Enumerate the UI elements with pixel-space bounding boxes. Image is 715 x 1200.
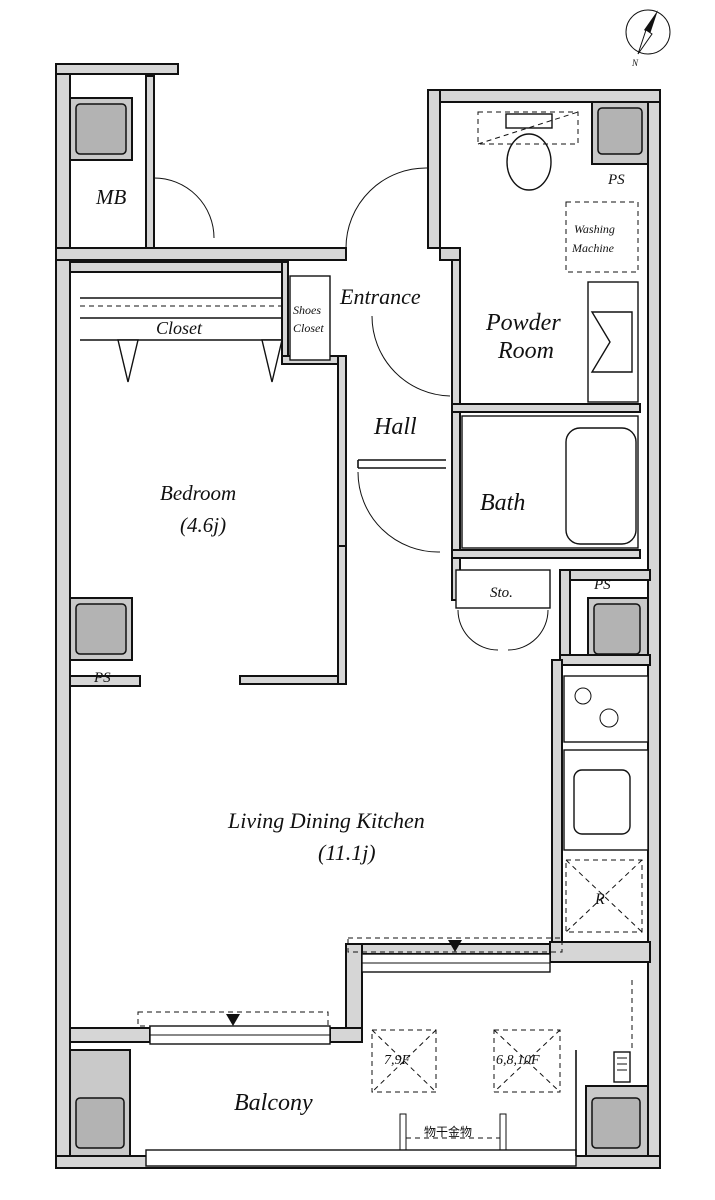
compass: N	[625, 9, 671, 68]
compass-north-letter: N	[631, 58, 639, 68]
interior-walls	[69, 259, 651, 1043]
drying-hardware-label: 物干金物	[424, 1124, 472, 1139]
refrigerator-label: R	[594, 891, 605, 908]
shoes-closet-label-2: Closet	[293, 321, 324, 335]
bedroom-label: Bedroom	[160, 481, 236, 505]
ps-label-mid: PS	[593, 577, 611, 593]
shoes-closet-label-1: Shoes	[293, 303, 321, 317]
hall-label: Hall	[373, 414, 417, 440]
mb-label: MB	[95, 185, 126, 209]
washing-machine-label-2: Machine	[571, 241, 615, 255]
entrance-label: Entrance	[339, 284, 421, 309]
labels: MB Entrance Shoes Closet Closet Powder R…	[93, 172, 625, 1139]
ldk-size-label: (11.1j)	[318, 840, 376, 865]
powder-room-label-1: Powder	[485, 310, 561, 336]
windows	[137, 937, 577, 1167]
ps-label-top: PS	[607, 172, 625, 188]
ps-label-left: PS	[93, 670, 111, 686]
closet-label: Closet	[156, 318, 203, 338]
washing-machine-label-1: Washing	[574, 222, 615, 236]
bath-label: Bath	[480, 490, 525, 516]
powder-room-label-2: Room	[497, 338, 554, 364]
fixtures	[371, 111, 639, 1156]
floor-note-right: 6,8,10F	[496, 1053, 540, 1068]
balcony-label: Balcony	[234, 1090, 313, 1116]
floor-note-left: 7,9F	[384, 1053, 411, 1068]
storage-label: Sto.	[490, 585, 513, 601]
pillars	[69, 97, 649, 1157]
bedroom-size-label: (4.6j)	[180, 513, 226, 537]
ldk-label: Living Dining Kitchen	[227, 808, 425, 833]
